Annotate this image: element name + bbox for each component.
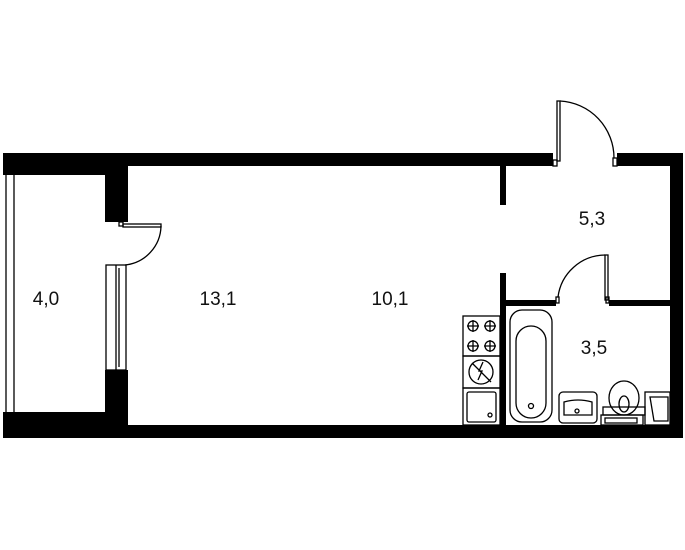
bathroom-area-label: 3,5 [581,338,607,359]
top-wall-left [3,153,553,166]
partition-lower [500,273,506,425]
hallway-area-label: 5,3 [579,209,605,230]
column-upper [105,175,128,222]
living-room-area-label: 13,1 [200,289,237,310]
balcony-window [5,175,15,412]
balcony-door-window [105,264,127,371]
washbasin [558,391,598,424]
burner-icons [467,320,496,352]
column-lower [105,370,128,425]
bathroom-door[interactable] [555,254,610,304]
bath-wall-left [506,300,556,306]
right-wall [670,153,683,438]
walls [3,153,683,438]
bath-wall-right [609,300,670,306]
kitchen-area-label: 10,1 [372,289,409,310]
room-labels: 4,0 13,1 10,1 5,3 3,5 [33,209,607,359]
top-wall-right [617,153,683,166]
toilet [600,380,646,426]
oven-icon [468,359,494,385]
balcony-door[interactable] [118,221,162,266]
entrance-door[interactable] [552,100,618,167]
washing-machine [644,391,671,426]
partition-upper [500,166,506,205]
bathtub [509,309,553,423]
bottom-wall [105,425,683,438]
balcony-area-label: 4,0 [33,289,59,310]
balcony-top-wall [3,153,128,175]
sink-icon [466,391,497,423]
stove [462,315,501,426]
